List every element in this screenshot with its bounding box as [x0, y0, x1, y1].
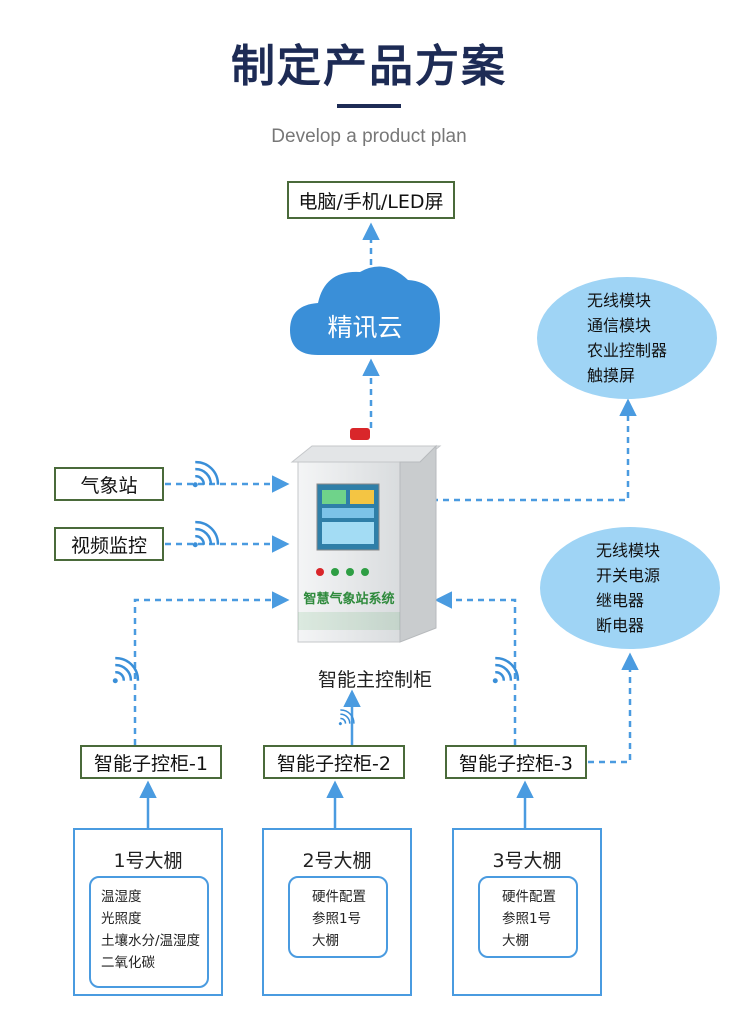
wifi-icon — [338, 709, 355, 726]
connector-sub3-to-bottom-bubble — [588, 652, 639, 764]
config-item: 大棚 — [312, 933, 339, 949]
greenhouse-2-panel: 2号大棚 硬件配置 参照1号 大棚 — [262, 828, 412, 996]
config-item: 光照度 — [101, 911, 142, 927]
wifi-icon — [192, 520, 220, 548]
sub-cabinet-2-label: 智能子控柜-2 — [277, 752, 391, 775]
sub-cabinet-3-label: 智能子控柜-3 — [459, 752, 573, 775]
greenhouse-1-panel: 1号大棚 温湿度 光照度 土壤水分/温湿度 二氧化碳 — [73, 828, 223, 996]
bubble-item: 通信模块 — [587, 316, 652, 335]
bubble-sub-cabinet-components: 无线模块 开关电源 继电器 断电器 — [540, 527, 720, 649]
display-devices-box: 电脑/手机/LED屏 — [287, 181, 455, 219]
display-devices-label: 电脑/手机/LED屏 — [298, 190, 444, 213]
weather-station-box: 气象站 — [54, 467, 164, 501]
cloud-shape — [290, 266, 440, 355]
sub-cabinet-2-box: 智能子控柜-2 — [263, 745, 405, 779]
config-item: 硬件配置 — [312, 889, 366, 905]
connector-sub3-to-cabinet — [434, 591, 517, 745]
sub-cabinet-3-box: 智能子控柜-3 — [445, 745, 587, 779]
sub-cabinet-1-label: 智能子控柜-1 — [94, 752, 208, 775]
bubble-item: 断电器 — [596, 616, 645, 635]
weather-station-label: 气象站 — [80, 474, 138, 497]
config-item: 参照1号 — [502, 911, 552, 927]
sub-cabinet-1-box: 智能子控柜-1 — [80, 745, 222, 779]
bubble-item: 无线模块 — [596, 541, 661, 560]
config-item: 硬件配置 — [502, 889, 556, 905]
greenhouse-1-title: 1号大棚 — [113, 850, 183, 872]
video-monitor-label: 视频监控 — [70, 534, 147, 557]
connector-sub1-to-cabinet — [133, 591, 290, 745]
bubble-item: 继电器 — [596, 591, 645, 610]
control-cabinet-illustration — [290, 428, 442, 643]
wifi-icon — [492, 656, 520, 684]
cabinet-panel-label: 智慧气象站系统 — [303, 592, 395, 607]
wifi-icon — [112, 656, 140, 684]
video-monitor-box: 视频监控 — [54, 527, 164, 561]
greenhouse-3-title: 3号大棚 — [492, 850, 562, 872]
config-item: 参照1号 — [312, 911, 362, 927]
bubble-item: 无线模块 — [587, 291, 652, 310]
cloud-label: 精讯云 — [327, 313, 403, 342]
greenhouse-3-config: 硬件配置 参照1号 大棚 — [478, 876, 578, 958]
config-item: 大棚 — [502, 933, 529, 949]
title-underline — [337, 104, 401, 108]
wifi-icon — [192, 460, 220, 488]
greenhouse-3-panel: 3号大棚 硬件配置 参照1号 大棚 — [452, 828, 602, 996]
page-title: 制定产品方案 — [231, 41, 507, 92]
config-item: 土壤水分/温湿度 — [101, 933, 201, 949]
greenhouse-2-config: 硬件配置 参照1号 大棚 — [288, 876, 388, 958]
bubble-item: 开关电源 — [596, 566, 661, 585]
greenhouse-2-title: 2号大棚 — [302, 850, 372, 872]
main-cabinet-label: 智能主控制柜 — [317, 669, 432, 691]
bubble-item: 触摸屏 — [587, 366, 636, 385]
page-subtitle: Develop a product plan — [271, 126, 467, 147]
bubble-main-cabinet-components: 无线模块 通信模块 农业控制器 触摸屏 — [537, 277, 717, 399]
bubble-item: 农业控制器 — [587, 341, 668, 360]
config-item: 二氧化碳 — [101, 955, 155, 971]
connector-cabinet-to-top-bubble — [432, 398, 637, 502]
config-item: 温湿度 — [101, 889, 142, 905]
greenhouse-1-config: 温湿度 光照度 土壤水分/温湿度 二氧化碳 — [89, 876, 209, 988]
